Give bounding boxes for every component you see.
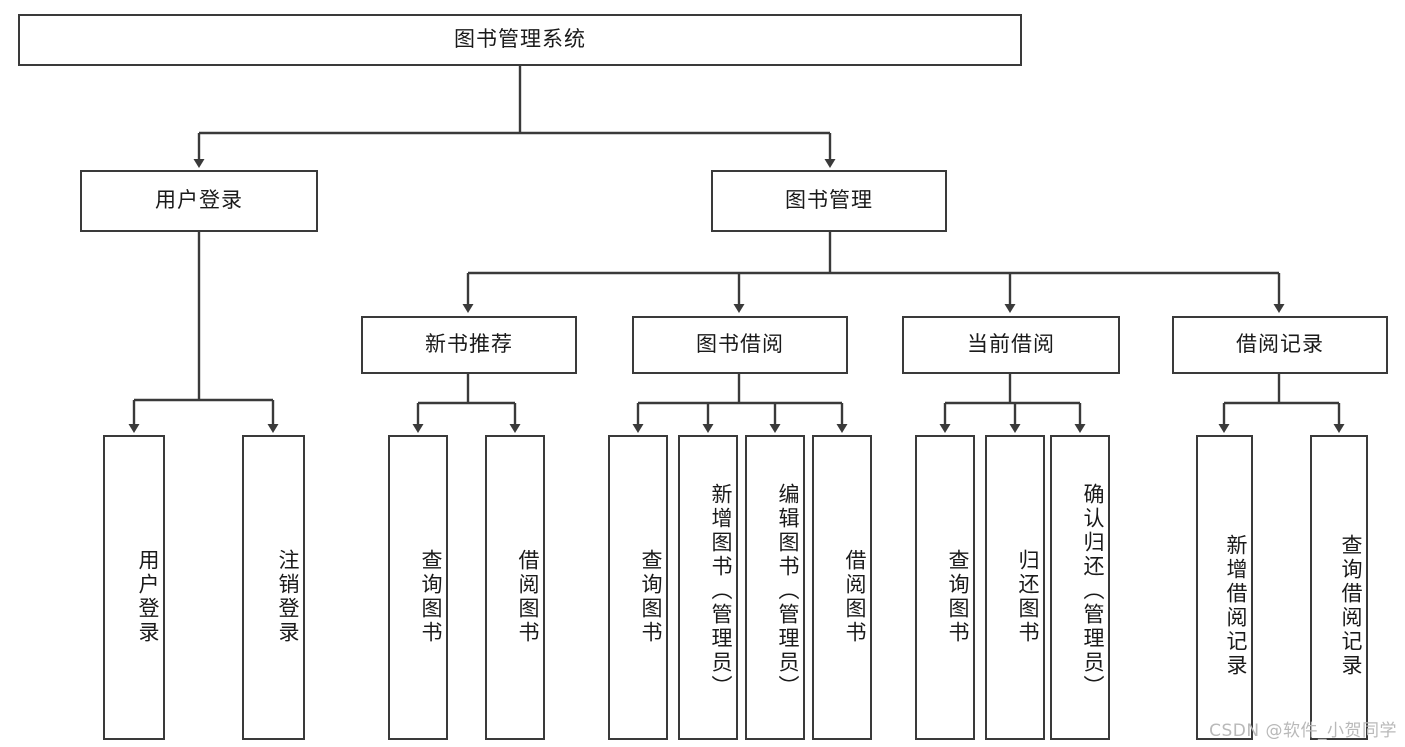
- node-leaf-edit-book[interactable]: 编辑图书（管理员）: [745, 435, 805, 740]
- node-leaf-add-book-label: 新增图书（管理员）: [709, 482, 733, 699]
- node-leaf-query-book-1-label: 查询图书: [419, 548, 443, 645]
- node-leaf-logout[interactable]: 注销登录: [242, 435, 305, 740]
- node-new-book-recommend[interactable]: 新书推荐: [361, 316, 577, 374]
- node-book-manage-label: 图书管理: [785, 188, 873, 213]
- node-user-login[interactable]: 用户登录: [80, 170, 318, 232]
- node-leaf-query-book-3-label: 查询图书: [946, 548, 970, 645]
- node-leaf-user-login[interactable]: 用户登录: [103, 435, 165, 740]
- node-borrow-record-label: 借阅记录: [1236, 332, 1324, 357]
- node-leaf-borrow-book-2-label: 借阅图书: [843, 548, 867, 645]
- node-leaf-query-book-1[interactable]: 查询图书: [388, 435, 448, 740]
- node-book-borrow[interactable]: 图书借阅: [632, 316, 848, 374]
- node-book-manage[interactable]: 图书管理: [711, 170, 947, 232]
- node-current-borrow-label: 当前借阅: [967, 332, 1055, 357]
- node-current-borrow[interactable]: 当前借阅: [902, 316, 1120, 374]
- node-leaf-return-book[interactable]: 归还图书: [985, 435, 1045, 740]
- node-leaf-borrow-book-2[interactable]: 借阅图书: [812, 435, 872, 740]
- node-leaf-confirm-return-label: 确认归还（管理员）: [1081, 482, 1105, 699]
- node-root-label: 图书管理系统: [454, 27, 586, 52]
- node-leaf-edit-book-label: 编辑图书（管理员）: [776, 482, 800, 699]
- node-leaf-query-record-label: 查询借阅记录: [1339, 533, 1363, 678]
- node-leaf-query-book-2-label: 查询图书: [639, 548, 663, 645]
- node-root[interactable]: 图书管理系统: [18, 14, 1022, 66]
- node-leaf-add-book[interactable]: 新增图书（管理员）: [678, 435, 738, 740]
- node-leaf-logout-label: 注销登录: [276, 548, 300, 645]
- node-leaf-return-book-label: 归还图书: [1016, 548, 1040, 645]
- node-leaf-query-book-2[interactable]: 查询图书: [608, 435, 668, 740]
- node-leaf-add-record-label: 新增借阅记录: [1224, 533, 1248, 678]
- node-leaf-borrow-book-1[interactable]: 借阅图书: [485, 435, 545, 740]
- node-leaf-confirm-return[interactable]: 确认归还（管理员）: [1050, 435, 1110, 740]
- node-leaf-add-record[interactable]: 新增借阅记录: [1196, 435, 1253, 740]
- node-leaf-user-login-label: 用户登录: [136, 548, 160, 645]
- node-leaf-query-record[interactable]: 查询借阅记录: [1310, 435, 1368, 740]
- node-book-borrow-label: 图书借阅: [696, 332, 784, 357]
- node-new-book-recommend-label: 新书推荐: [425, 332, 513, 357]
- node-borrow-record[interactable]: 借阅记录: [1172, 316, 1388, 374]
- node-user-login-label: 用户登录: [155, 188, 243, 213]
- node-leaf-query-book-3[interactable]: 查询图书: [915, 435, 975, 740]
- watermark-text: CSDN @软件_小贺同学: [1209, 721, 1397, 741]
- node-leaf-borrow-book-1-label: 借阅图书: [516, 548, 540, 645]
